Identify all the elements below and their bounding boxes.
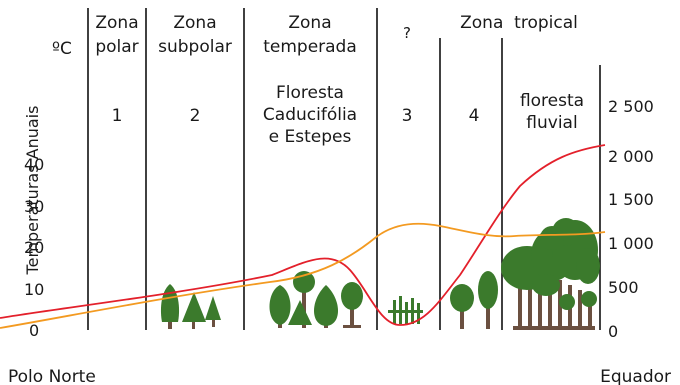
deciduous-tree	[269, 285, 291, 325]
conifer-tree	[205, 296, 221, 320]
trunk	[486, 300, 490, 329]
temperada-body-line3: e Estepes	[269, 127, 352, 147]
deciduous-tree	[314, 285, 338, 326]
subpolar-conifers	[160, 284, 221, 329]
temperature-curve	[0, 222, 606, 329]
deciduous-tree	[293, 271, 315, 293]
savanna-tree	[478, 271, 498, 309]
polo-norte-label: Polo Norte	[8, 367, 96, 385]
zone-number-4: 4	[469, 106, 480, 126]
desert-cactus	[388, 296, 423, 324]
temperate-trees	[269, 271, 363, 328]
rainforest-canopy	[501, 218, 600, 310]
left-tick-0: 0	[29, 321, 39, 340]
right-tick-1500: 1 500	[608, 190, 654, 209]
zone-number-2: 2	[190, 106, 201, 126]
zone-polar-header-line2: polar	[95, 37, 138, 57]
conifer-tree	[160, 284, 180, 322]
canopy	[559, 294, 575, 310]
temperada-body-line2: Caducifólia	[263, 105, 357, 125]
zone-number-1: 1	[112, 106, 123, 126]
trunk	[578, 290, 582, 329]
forest-floor	[513, 326, 595, 330]
right-tick-0: 0	[608, 322, 618, 341]
fluvial-body-line1: floresta	[520, 91, 584, 111]
trunk	[548, 270, 552, 329]
conifer-tree	[182, 292, 206, 322]
zone-unknown-header: ?	[403, 24, 411, 42]
temperada-body-line1: Floresta	[276, 83, 344, 103]
right-tick-1000: 1 000	[608, 234, 654, 253]
shrub-base	[343, 325, 361, 328]
trunk	[350, 300, 354, 328]
deciduous-tree	[288, 300, 312, 325]
zone-polar-header-line1: Zona	[95, 13, 138, 33]
zone-number-3: 3	[402, 106, 413, 126]
zone-temperada-header-line2: temperada	[263, 37, 357, 57]
savanna-trees	[450, 271, 498, 329]
zone-tropical-header: Zona tropical	[460, 13, 578, 33]
trunk	[538, 276, 542, 329]
zone-subpolar-header-line1: Zona	[173, 13, 216, 33]
celsius-unit-label: ºC	[52, 39, 72, 59]
trunk	[588, 295, 592, 329]
trunk	[518, 285, 522, 329]
precipitation-curve	[0, 144, 606, 326]
canopy	[540, 226, 564, 250]
left-tick-30: 30	[24, 197, 44, 216]
right-tick-2000: 2 000	[608, 147, 654, 166]
deciduous-tree	[341, 282, 363, 310]
right-tick-2500: 2 500	[608, 97, 654, 116]
canopy	[581, 291, 597, 307]
right-tick-500: 500	[608, 278, 639, 297]
trunk	[528, 280, 532, 329]
zone-temperada-header-line1: Zona	[288, 13, 331, 33]
left-tick-10: 10	[24, 280, 44, 299]
equador-label: Equador	[600, 367, 671, 385]
savanna-tree	[450, 284, 474, 312]
cactus	[417, 303, 420, 324]
canopy	[576, 248, 600, 284]
canopy	[532, 274, 560, 296]
trunk	[212, 314, 215, 327]
left-tick-20: 20	[24, 238, 44, 257]
rainforest-trees	[501, 218, 600, 330]
left-axis-title: Temperaturas Anuais	[23, 106, 42, 276]
zone-dividers	[87, 8, 601, 330]
fluvial-body-line2: fluvial	[526, 113, 577, 133]
cactus	[388, 310, 423, 313]
left-tick-40: 40	[24, 155, 44, 174]
zone-subpolar-header-line2: subpolar	[158, 37, 232, 57]
trunk	[460, 305, 464, 329]
